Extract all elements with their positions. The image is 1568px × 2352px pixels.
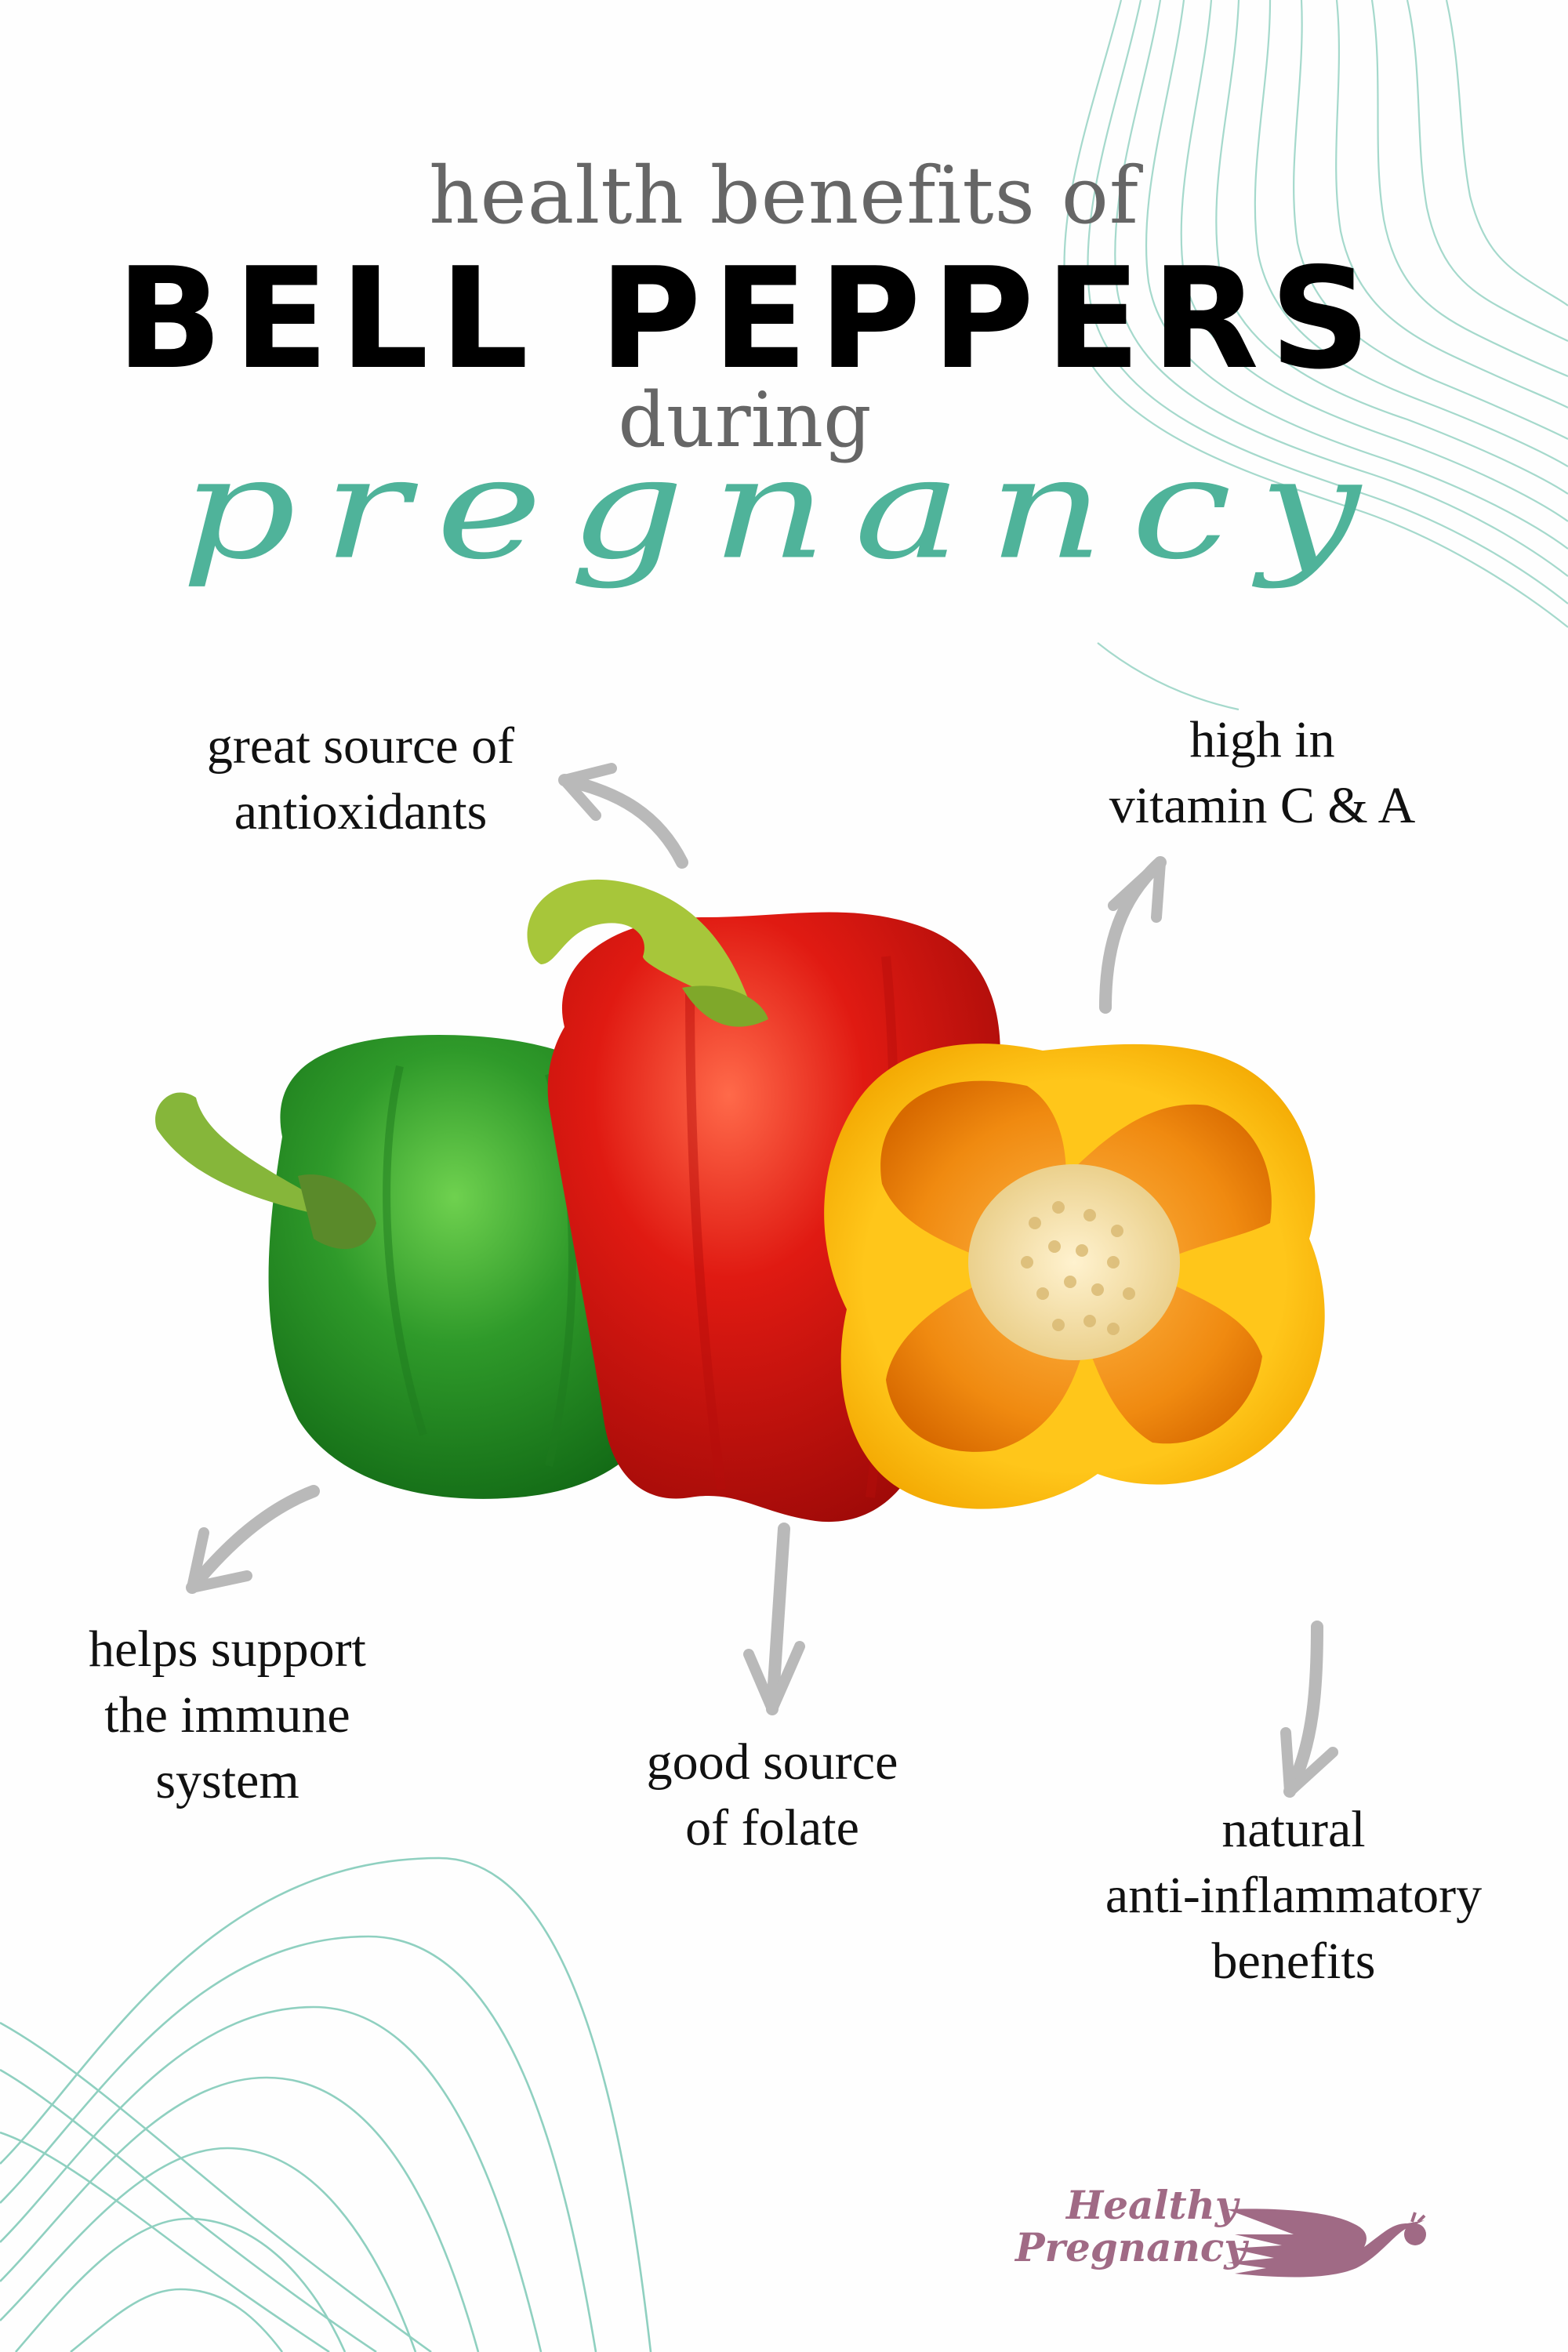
title-subtitle-during: during bbox=[618, 376, 872, 464]
benefit-folate: good source of folate bbox=[646, 1733, 898, 1857]
bell-peppers-illustration bbox=[155, 879, 1325, 1523]
arrow-down-icon bbox=[743, 1523, 805, 1715]
arrow-down-left-icon bbox=[186, 1485, 320, 1594]
benefit-anti-inflammatory: natural anti-inflammatory benefits bbox=[1105, 1801, 1483, 1990]
title-script-pregnancy: pregnancy bbox=[180, 427, 1388, 591]
title-subtitle-top: health benefits of bbox=[429, 150, 1139, 241]
arrow-down-icon-right bbox=[1280, 1621, 1338, 1798]
red-pepper bbox=[527, 879, 1000, 1523]
wave-lines-bottom-left bbox=[0, 1857, 652, 2352]
page-title: BELL PEPPERS bbox=[116, 238, 1381, 400]
logo-text-pregnancy: Pregnancy bbox=[1015, 2224, 1247, 2270]
benefit-immune: helps support the immune system bbox=[89, 1621, 366, 1809]
healthy-pregnancy-logo[interactable]: Healthy Pregnancy bbox=[1007, 2186, 1431, 2288]
stork-carrying-bundle-icon bbox=[1227, 2209, 1426, 2278]
green-pepper bbox=[155, 1035, 682, 1499]
yellow-pepper-half bbox=[824, 1044, 1325, 1509]
benefit-vitamins: high in vitamin C & A bbox=[1109, 711, 1416, 834]
arrow-up-icon bbox=[1099, 856, 1167, 1014]
benefit-antioxidants: great source of antioxidants bbox=[206, 717, 515, 840]
logo-text-healthy: Healthy bbox=[1066, 2182, 1238, 2228]
